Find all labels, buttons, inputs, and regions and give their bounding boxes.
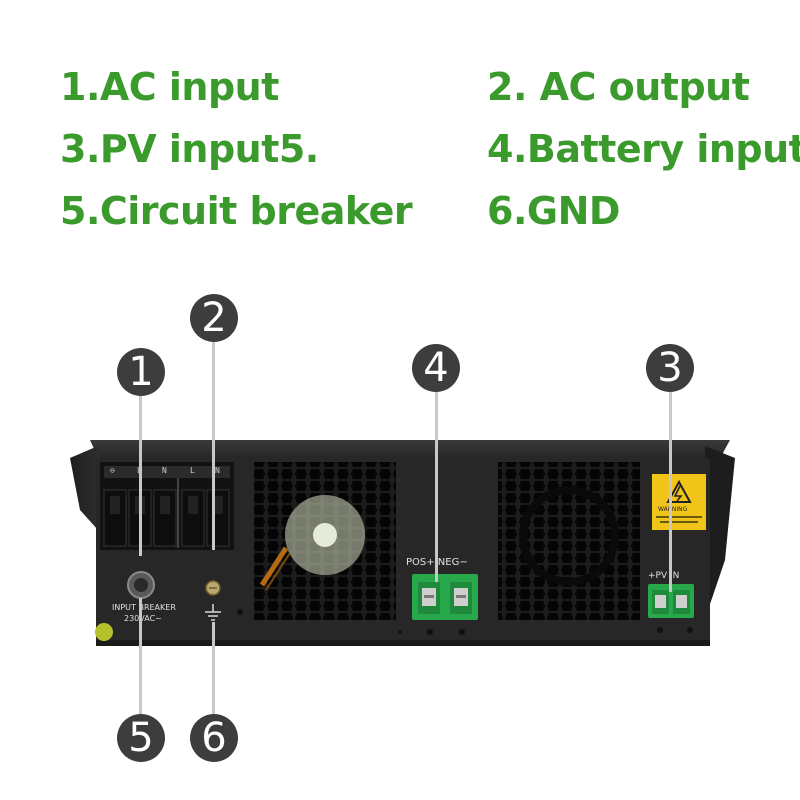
- ac-terminal-label-l2: L: [190, 466, 195, 475]
- ac-terminal-label-ground: ⊖: [110, 466, 115, 475]
- callout-line-3: [669, 392, 672, 592]
- callout-4: 4: [412, 344, 460, 392]
- legend-battery-input: 4.Battery input: [487, 127, 800, 171]
- battery-terminal: [412, 574, 478, 635]
- ground-screw: [205, 580, 221, 621]
- callout-3: 3: [646, 344, 694, 392]
- ac-terminal-label-n1: N: [162, 466, 167, 475]
- callout-line-6: [212, 622, 215, 716]
- right-fan-grille: [498, 462, 640, 620]
- pv-terminal-label: +PV IN: [648, 571, 680, 581]
- legend-ac-output: 2. AC output: [487, 65, 750, 109]
- legend-ac-input: 1.AC input: [60, 65, 279, 109]
- ac-terminal-label-n2: N: [215, 466, 220, 475]
- legend-pv-input: 3.PV input5.: [60, 127, 319, 171]
- device-right-side: [705, 446, 735, 610]
- callout-line-2: [212, 340, 215, 550]
- left-fan-grille: [254, 462, 396, 620]
- callout-5: 5: [117, 714, 165, 762]
- circuit-breaker-button: [127, 571, 155, 599]
- device-left-side: [70, 446, 98, 530]
- callout-line-1: [139, 396, 142, 556]
- device-top-lip: [90, 440, 730, 462]
- callout-1: 1: [117, 348, 165, 396]
- breaker-label-line1: INPUT BREAKER: [112, 603, 176, 612]
- callout-line-4: [435, 392, 438, 582]
- callout-6: 6: [190, 714, 238, 762]
- callout-line-5: [139, 598, 142, 716]
- breaker-label-line2: 230VAC~: [124, 614, 162, 623]
- legend-gnd: 6.GND: [487, 189, 620, 233]
- compliance-sticker: [95, 623, 113, 641]
- legend-circuit-breaker: 5.Circuit breaker: [60, 189, 413, 233]
- pv-terminal: [648, 584, 694, 633]
- callout-2: 2: [190, 294, 238, 342]
- warning-sticker-label: WARNING: [658, 506, 688, 513]
- warning-sticker: [652, 474, 706, 530]
